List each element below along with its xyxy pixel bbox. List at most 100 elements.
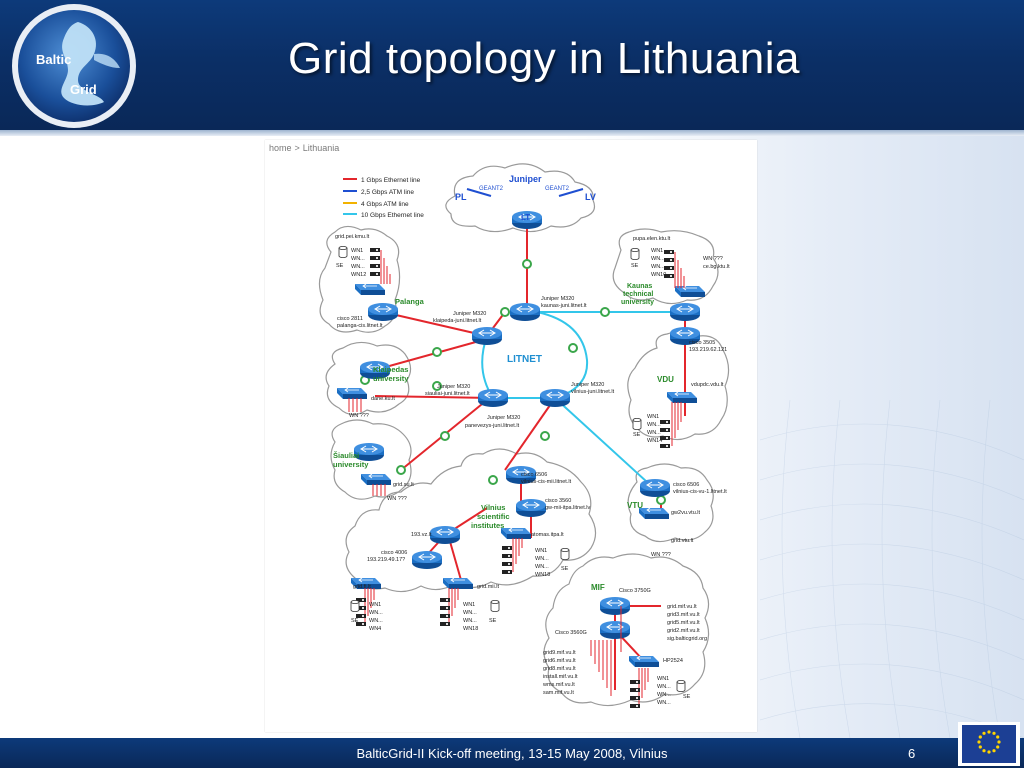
background-mesh-decoration — [760, 400, 1024, 738]
vdu-wn-3: WN... — [647, 430, 661, 436]
vtu-cisco-model: cisco 6506 — [673, 482, 699, 488]
vdu-wn-4: WN14 — [647, 438, 662, 444]
palanga-name: Palanga — [395, 297, 425, 306]
panevezys-router-model: Juniper M320 — [487, 415, 520, 421]
klaipeda-router-model: Juniper M320 — [453, 311, 486, 317]
siauliai-router-model: Juniper M320 — [437, 384, 470, 390]
header-shadow — [0, 130, 1024, 136]
vsi-fi-se: SE — [351, 618, 359, 624]
kaunas-host: pupa.elen.ktu.lt — [633, 236, 671, 242]
slide-title: Grid topology in Lithuania — [288, 34, 800, 83]
klaipedas-cloud — [325, 341, 412, 416]
siauliai-cloud — [330, 419, 412, 500]
logo-text-baltic: Baltic — [36, 52, 71, 67]
mif-wn-2: WN... — [657, 684, 671, 690]
geant-juniper-label: Juniper — [509, 174, 542, 184]
mif-left-host-4: install.mif.vu.lt — [543, 674, 578, 680]
kaunas-router-host: kaunas-juni.litnet.lt — [541, 303, 587, 309]
vsi-cisco6506-model: cisco 6506 — [521, 472, 547, 478]
kaunas-wn-2: WN... — [651, 256, 665, 262]
links-25gbps — [466, 188, 584, 197]
vtu-host: gw2vu.vtu.lt — [671, 510, 701, 516]
mif-wn-1: WN1 — [657, 676, 669, 682]
klaipedas-wn: WN ??? — [349, 413, 369, 419]
vsi-cisco4006-model: cisco 4006 — [381, 550, 407, 556]
vsi-mii-se: SE — [489, 618, 497, 624]
kaunas-name-3: university — [621, 299, 654, 306]
vtu-cloud — [627, 463, 714, 543]
breadcrumb-separator: > — [294, 143, 300, 153]
breadcrumb-current: Lithuania — [302, 143, 340, 153]
siauliai-wn: WN ??? — [387, 496, 407, 502]
mif-cisco3750: Cisco 3750G — [619, 588, 651, 594]
vsi-fi-wn-4: WN4 — [369, 626, 381, 632]
vsi-gridmii-host: grid.mii.lt — [477, 584, 499, 590]
logo-text-grid: Grid — [70, 82, 97, 97]
mif-cisco3560: Cisco 3560G — [555, 630, 587, 636]
vilnius-router-host: vilnius-juni.litnet.lt — [571, 389, 615, 395]
geant-lt-label: LT — [521, 213, 530, 222]
mif-hp-switch: HP2524 — [663, 658, 683, 664]
palanga-wn-4: WN12 — [351, 272, 366, 278]
vdu-cisco-model: cisco 3505 — [689, 340, 715, 346]
klaipedas-site: Klaipedas university dane.ku.lt WN ??? — [349, 365, 409, 419]
slide-footer: BalticGrid-II Kick-off meeting, 13-15 Ma… — [0, 738, 1024, 768]
vsi-mii-wn-1: WN1 — [463, 602, 475, 608]
geant-cloud — [445, 163, 596, 233]
mif-wn-3: WN... — [657, 692, 671, 698]
vdu-site: cisco 3505 193.219.62.121 VDU vdupdc.vdu… — [633, 340, 727, 444]
vsi-name-3: institutes — [471, 521, 504, 530]
panevezys-router-host: panevezys-juni.litnet.lt — [465, 423, 520, 429]
vsi-name-2: scientific — [477, 512, 510, 521]
vsi-atomas-se: SE — [561, 566, 569, 572]
mif-right-host-1: grid.mif.vu.lt — [667, 604, 697, 610]
vdu-cisco-ip: 193.219.62.121 — [689, 347, 727, 353]
vsi-mii-wn-4: WN18 — [463, 626, 478, 632]
vtu-host-2: grid.vtu.lt — [671, 538, 694, 544]
siauliai-name-2: university — [333, 460, 369, 469]
mif-right-host-3: grid5.mif.vu.lt — [667, 620, 700, 626]
klaipedas-host: dane.ku.lt — [371, 396, 395, 402]
mif-name: MIF — [591, 583, 605, 592]
mif-site: MIF Cisco 3750G Cisco 3560G grid.mif.vu.… — [542, 583, 707, 706]
vtu-name: VTU — [627, 501, 643, 510]
kaunas-tu-site: pupa.elen.ktu.lt WN1 WN... WN... WN10 SE… — [621, 236, 730, 306]
siauliai-router-host: siauliai-juni.litnet.lt — [425, 391, 470, 397]
vsi-cisco4006-ip: 193.219.49.17? — [367, 557, 405, 563]
vsi-site: cisco 6506 vilnius-cis-mii.litnet.lt cis… — [351, 472, 590, 632]
siauliai-host: grid.su.lt — [393, 482, 414, 488]
eu-flag-icon — [958, 722, 1020, 766]
mif-se: SE — [683, 694, 691, 700]
vsi-cisco3560-model: cisco 3560 — [545, 498, 571, 504]
geant-link-right: GEANT2 — [545, 186, 570, 192]
mif-right-host-4: grid2.mif.vu.lt — [667, 628, 700, 634]
vsi-mii-wn-2: WN... — [463, 610, 477, 616]
palanga-cisco-model: cisco 2811 — [337, 316, 363, 322]
kaunas-extra-wn: WN ??? — [703, 256, 723, 262]
legend-25gbps: 2,5 Gbps ATM line — [361, 189, 414, 196]
legend-10gbps: 10 Gbps Ethernet line — [361, 212, 424, 219]
palanga-cisco-host: palanga-cis.litnet.lt — [337, 323, 383, 329]
legend-4gbps: 4 Gbps ATM line — [361, 201, 409, 208]
balticgrid-logo: Baltic Grid — [12, 4, 136, 128]
palanga-cloud — [318, 225, 401, 333]
mif-left-host-6: sam.mif.vu.lt — [543, 690, 574, 696]
mif-left-host-5: wms.mif.vu.lt — [542, 682, 575, 688]
mif-right-host-5: sig.balticgrid.org — [667, 636, 707, 642]
vsi-cisco3560-host: gw-mii-itpa.litnet.lv — [545, 505, 590, 511]
vilnius-router-model: Juniper M320 — [571, 382, 604, 388]
footer-text: BalticGrid-II Kick-off meeting, 13-15 Ma… — [356, 746, 668, 761]
breadcrumb: home > Lithuania — [269, 143, 339, 153]
palanga-wn-2: WN... — [351, 256, 365, 262]
vsi-fi-wn-2: WN... — [369, 610, 383, 616]
topology-svg: 1 Gbps Ethernet line 2,5 Gbps ATM line 4… — [318, 163, 730, 708]
page-number: 6 — [908, 746, 916, 761]
geant-pl-label: PL — [455, 192, 467, 202]
geant-link-left: GEANT2 — [479, 186, 504, 192]
legend-1gbps: 1 Gbps Ethernet line — [361, 177, 421, 184]
mif-wn-4: WN... — [657, 700, 671, 706]
breadcrumb-home[interactable]: home — [269, 143, 292, 153]
vsi-cisco6506-host: vilnius-cis-mii.litnet.lt — [521, 479, 572, 485]
slide-header — [0, 0, 1024, 130]
klaipeda-router-host: klaipeda-juni.litnet.lt — [433, 318, 482, 324]
